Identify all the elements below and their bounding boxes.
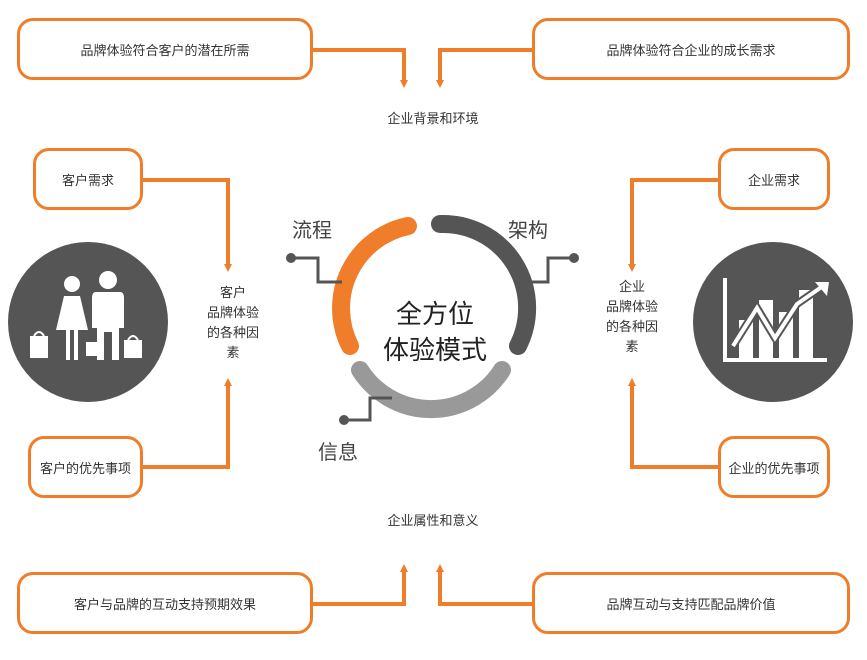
bottom-left-box-text: 客户与品牌的互动支持预期效果: [73, 597, 256, 613]
right-label-line: 品牌体验: [605, 300, 658, 315]
ring-structure-segment: [431, 214, 537, 355]
right-bottom-arrow: [628, 378, 718, 469]
top-left-box-text: 品牌体验符合客户的潜在所需: [80, 43, 250, 59]
top-label: 企业背景和环境: [387, 112, 479, 127]
flow-pointer-dot: [286, 253, 296, 263]
right-bottom-box: 企业的优先事项: [718, 436, 830, 498]
right-label-line: 素: [625, 340, 639, 355]
structure-label: 架构: [508, 218, 548, 242]
right-top-box-text: 企业需求: [747, 173, 800, 189]
top-left-arrow: [313, 48, 408, 88]
right-label-line: 企业: [618, 280, 645, 295]
info-label: 信息: [318, 440, 358, 464]
bottom-left-box: 客户与品牌的互动支持预期效果: [17, 572, 313, 634]
left-bottom-box-text: 客户的优先事项: [39, 461, 131, 477]
left-bottom-box: 客户的优先事项: [28, 436, 143, 498]
right-bottom-box-text: 企业的优先事项: [728, 461, 820, 477]
top-right-box-text: 品牌体验符合企业的成长需求: [606, 43, 776, 59]
info-pointer-dot: [339, 415, 349, 425]
growth-chart-icon-circle: [693, 242, 853, 402]
top-right-arrow: [436, 48, 532, 88]
right-top-arrow: [628, 178, 718, 272]
structure-pointer-dot: [569, 253, 579, 263]
ring-info-segment: [351, 361, 511, 419]
top-left-box: 品牌体验符合客户的潜在所需: [17, 18, 313, 80]
left-top-arrow: [143, 178, 232, 272]
top-right-box: 品牌体验符合企业的成长需求: [532, 18, 850, 80]
right-center-label: 企业 品牌体验 的各种因 素: [590, 278, 674, 358]
bottom-right-box: 品牌互动与支持匹配品牌价值: [532, 572, 850, 634]
left-bottom-arrow: [143, 378, 232, 469]
left-label-line: 客户: [219, 286, 246, 301]
left-center-label: 客户 品牌体验 的各种因 素: [193, 284, 273, 364]
right-top-box: 企业需求: [718, 148, 830, 210]
left-top-box: 客户需求: [33, 148, 143, 210]
left-label-line: 素: [226, 346, 240, 361]
bottom-right-arrow: [436, 564, 532, 606]
info-pointer-line: [344, 396, 392, 422]
bottom-label: 企业属性和意义: [387, 514, 479, 529]
left-label-line: 品牌体验: [206, 306, 259, 321]
left-top-box-text: 客户需求: [61, 173, 114, 189]
structure-pointer-line: [526, 256, 574, 284]
customers-icon: [30, 271, 142, 360]
growth-chart-icon: [723, 278, 829, 362]
flow-label: 流程: [292, 218, 332, 242]
flow-pointer-line: [291, 256, 342, 284]
center-title-line2: 体验模式: [382, 336, 487, 366]
center-title-line1: 全方位: [395, 300, 474, 330]
bottom-right-box-text: 品牌互动与支持匹配品牌价值: [606, 597, 776, 613]
customers-icon-circle: [8, 242, 168, 402]
ring-flow-segment: [332, 217, 417, 355]
bottom-left-arrow: [313, 564, 408, 606]
left-label-line: 的各种因: [206, 326, 259, 341]
right-label-line: 的各种因: [605, 320, 658, 335]
